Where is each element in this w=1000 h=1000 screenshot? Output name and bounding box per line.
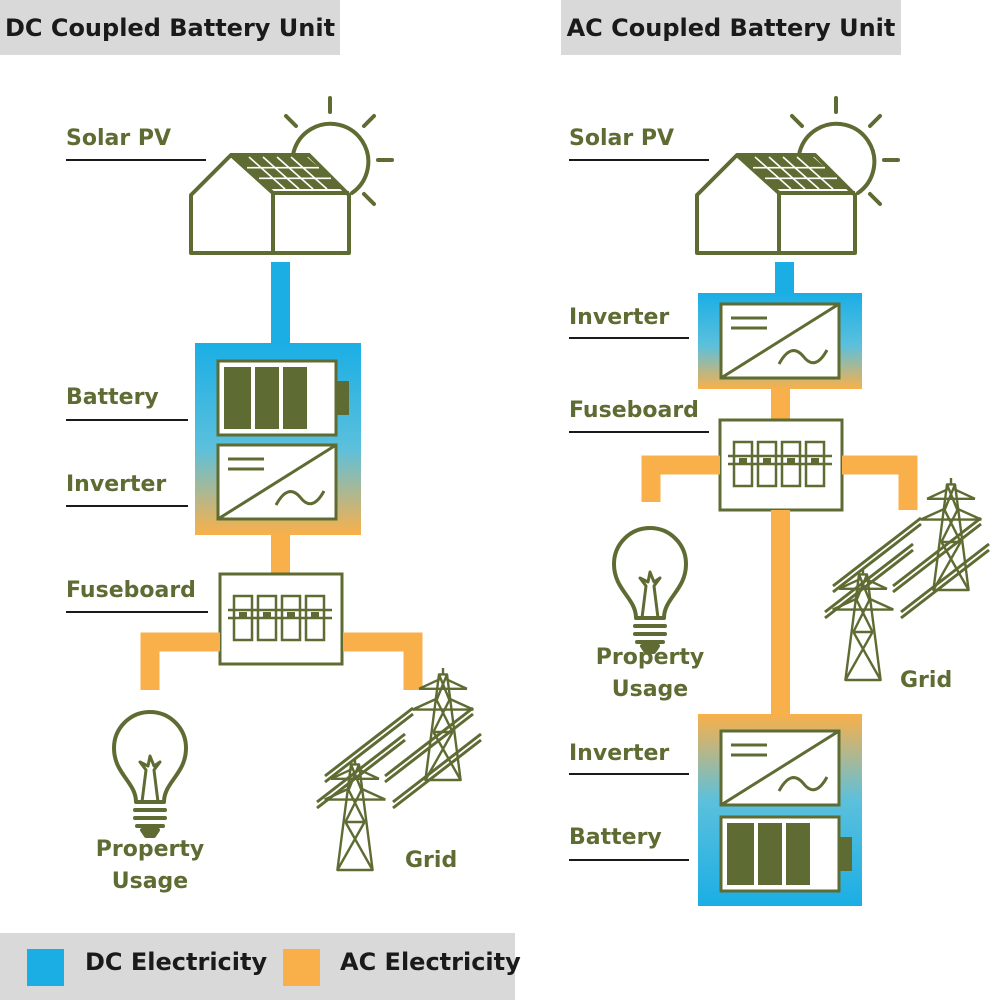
dc-bulb-icon — [112, 710, 188, 838]
ac-label-property-line2: Usage — [611, 677, 689, 702]
dc-label-solar: Solar PV — [66, 126, 172, 151]
dc-label-property-line2: Usage — [111, 869, 189, 894]
ac-inverter-icon — [719, 302, 841, 380]
dc-battery-icon — [216, 359, 351, 437]
ac-battery-icon — [719, 815, 854, 893]
dc-title: DC Coupled Battery Unit — [0, 0, 340, 55]
ac-label-solar: Solar PV — [569, 126, 675, 151]
ac-label-grid: Grid — [900, 668, 953, 693]
legend-dc-label: DC Electricity — [85, 948, 268, 976]
ac-underline-battery — [569, 859, 689, 861]
ac-underline-solar — [569, 159, 709, 161]
ac-inverter2-icon — [719, 729, 841, 807]
dc-house-icon — [189, 153, 351, 255]
dc-wire-property — [140, 632, 220, 690]
ac-title: AC Coupled Battery Unit — [561, 0, 901, 55]
dc-label-property-line1: Property — [95, 837, 205, 862]
dc-wire-fuseboard — [271, 535, 290, 575]
dc-label-property: Property Usage — [80, 834, 220, 898]
dc-wire-solar — [271, 262, 290, 344]
ac-wire-property — [641, 455, 720, 502]
ac-label-property: Property Usage — [580, 642, 720, 706]
dc-wire-grid — [343, 632, 423, 690]
dc-underline-battery — [66, 419, 188, 421]
legend-dc-swatch — [27, 949, 64, 986]
ac-label-inverter2: Inverter — [569, 741, 670, 766]
dc-label-fuseboard: Fuseboard — [66, 578, 196, 603]
dc-inverter-icon — [216, 443, 338, 521]
ac-underline-inverter2 — [569, 773, 689, 775]
ac-wire-grid — [842, 455, 918, 510]
legend-ac-label: AC Electricity — [340, 948, 521, 976]
ac-underline-fuseboard — [569, 431, 709, 433]
ac-label-inverter: Inverter — [569, 305, 670, 330]
ac-fuseboard-icon — [718, 418, 844, 512]
dc-grid-icon — [317, 668, 481, 870]
dc-label-grid: Grid — [405, 848, 458, 873]
dc-underline-solar — [66, 159, 206, 161]
legend — [0, 933, 515, 1000]
ac-wire-fuseboard — [771, 389, 790, 421]
ac-label-battery: Battery — [569, 825, 662, 850]
dc-underline-fuseboard — [66, 611, 208, 613]
dc-label-battery: Battery — [66, 385, 159, 410]
legend-ac-swatch — [283, 949, 320, 986]
ac-underline-inverter — [569, 337, 689, 339]
dc-label-inverter: Inverter — [66, 472, 167, 497]
ac-bulb-icon — [612, 526, 688, 654]
ac-house-icon — [695, 153, 857, 255]
ac-label-property-line1: Property — [595, 645, 705, 670]
dc-underline-inverter — [66, 505, 188, 507]
ac-wire-battery — [771, 510, 790, 715]
ac-wire-solar — [775, 262, 794, 294]
dc-fuseboard-icon — [218, 572, 344, 666]
ac-label-fuseboard: Fuseboard — [569, 398, 699, 423]
